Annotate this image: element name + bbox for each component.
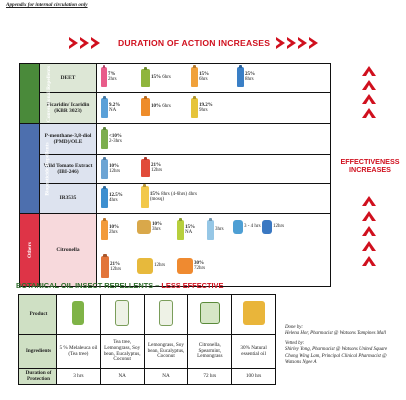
botanical-duration-5: 100 hrs (231, 368, 276, 385)
spray-bottle-icon (101, 220, 108, 240)
products-ir3535: 12.5%4hrs 15% 8hrs (4-6hrs) 4hrs (mosq) (96, 183, 331, 214)
botanical-product-5 (231, 294, 276, 335)
arrow-right-icon (69, 37, 78, 49)
lotion-bottle-icon (158, 300, 173, 327)
botanical-ingredients-5: 30% Natural essential oil (231, 334, 276, 369)
vetted-by-label: Vetted by: (285, 340, 305, 346)
appendix-note: Appendix for internal circulation only (6, 2, 88, 8)
botanical-product-1 (56, 294, 101, 335)
botanical-product-4 (187, 294, 233, 335)
botanical-duration-4: 72 hrs (187, 368, 233, 385)
botanical-duration-2: NA (99, 368, 145, 385)
patch-pack-icon (199, 302, 220, 325)
spray-bottle-icon (101, 129, 108, 149)
done-by-label: Done by: (285, 325, 304, 330)
botanical-duration-3: NA (143, 368, 189, 385)
products-pmd: <10%2-3hrs (96, 123, 331, 155)
category-biopesticide: Biopesticide Repellents (19, 123, 51, 214)
ingredient-pmd: P-menthane-3,8-diol (PMD)/OLE (39, 123, 97, 155)
spray-bottle-icon (207, 220, 214, 240)
spray-bottle-icon (101, 98, 108, 118)
products-picaridin: 9.2%NA 10% 6hrs 19.2%9hrs (96, 92, 331, 124)
arrow-up-icon (362, 80, 376, 90)
arrow-right-icon (287, 37, 296, 49)
botanical-product-3 (143, 294, 189, 335)
band-pack-icon (242, 301, 265, 326)
effectiveness-title: EFFECTIVENESS INCREASES (340, 157, 400, 175)
patch-pack-icon (233, 220, 243, 234)
vetted-by-2: Chong Wing Lam, Principal Clinical Pharm… (285, 353, 387, 365)
products-deet: 7%2hrs 15% 6hrs 15%6hrs 25%8hrs (96, 63, 331, 93)
patch-pack-icon (262, 220, 272, 234)
spray-bottle-icon (101, 159, 108, 179)
botanical-row-label-product: Product (18, 294, 57, 335)
lotion-bottle-icon (141, 159, 150, 177)
duration-title: DURATION OF ACTION INCREASES (118, 38, 271, 48)
arrow-up-icon (362, 108, 376, 118)
spray-bottle-icon (191, 98, 198, 118)
band-pack-icon (137, 258, 153, 274)
arrow-up-icon (362, 226, 376, 236)
botanical-ingredients-2: Tea tree, Lemongrass, Soy bean, Eucalypt… (99, 334, 145, 369)
ingredient-deet: DEET (39, 63, 97, 93)
patch-pack-icon (137, 220, 151, 234)
botanical-duration-1: 3 hrs (56, 368, 101, 385)
ingredient-citronella: Citronella (39, 213, 97, 287)
botanical-table: Product Ingredients 5 % Melaleuca oil (T… (18, 294, 276, 385)
botanical-ingredients-4: Citronella, Spearmint, Lemongrass (187, 334, 233, 369)
botanical-ingredients-3: Lemongrass, Soy bean, Eucalyptus, Coconu… (143, 334, 189, 369)
tea-tree-bottle-icon (72, 301, 85, 326)
spray-bottle-icon (101, 256, 109, 278)
spray-bottle-icon (237, 67, 244, 87)
products-citronella: 10%2hrs 10%3hrs 15%NA 3hrs 3 - 4 hrs 12h… (96, 213, 331, 287)
arrow-right-icon (298, 37, 307, 49)
credits: Done by:Helena Hor, Pharmacist @ Watsons… (285, 325, 403, 369)
botanical-title: BOTANICAL OIL INSECT REPELLENTS – LESS E… (16, 281, 224, 290)
lotion-bottle-icon (141, 69, 150, 87)
arrow-up-icon (362, 94, 376, 104)
botanical-ingredients-1: 5 % Melaleuca oil (Tea tree) (56, 334, 101, 369)
lotion-bottle-icon (115, 300, 130, 327)
ingredient-wild-tomato: Wild Tomato Extract (IBI-246) (39, 154, 97, 184)
products-wild-tomato: 10%12hrs 21%12hrs (96, 154, 331, 184)
botanical-row-label-ingredients: Ingredients (18, 334, 57, 369)
arrow-right-icon (309, 37, 318, 49)
lotion-bottle-icon (141, 98, 150, 116)
arrow-up-icon (362, 256, 376, 266)
arrow-up-icon (362, 211, 376, 221)
ingredient-ir3535: IR3535 (39, 183, 97, 214)
band-pack-icon (177, 258, 193, 274)
botanical-product-2 (99, 294, 145, 335)
repellent-table: Conventional Repellents DEET 7%2hrs 15% … (19, 63, 331, 287)
spray-bottle-icon (141, 186, 149, 208)
arrow-right-icon (276, 37, 285, 49)
spray-bottle-icon (101, 67, 107, 87)
arrow-up-icon (362, 241, 376, 251)
category-conventional: Conventional Repellents (19, 63, 52, 124)
botanical-row-label-duration: Duration of Protection (18, 368, 57, 385)
arrow-up-icon (362, 66, 376, 76)
spray-bottle-icon (177, 220, 184, 240)
spray-bottle-icon (191, 67, 198, 87)
category-others: Others (19, 213, 40, 287)
arrow-up-icon (362, 196, 376, 206)
done-by: Helena Hor, Pharmacist @ Watsons Tampine… (285, 331, 387, 337)
arrow-right-icon (80, 37, 89, 49)
arrow-right-icon (91, 37, 100, 49)
spray-bottle-icon (101, 188, 108, 208)
vetted-by-1: Shirley Yong, Pharmacist @ Watsons Unite… (285, 347, 388, 353)
